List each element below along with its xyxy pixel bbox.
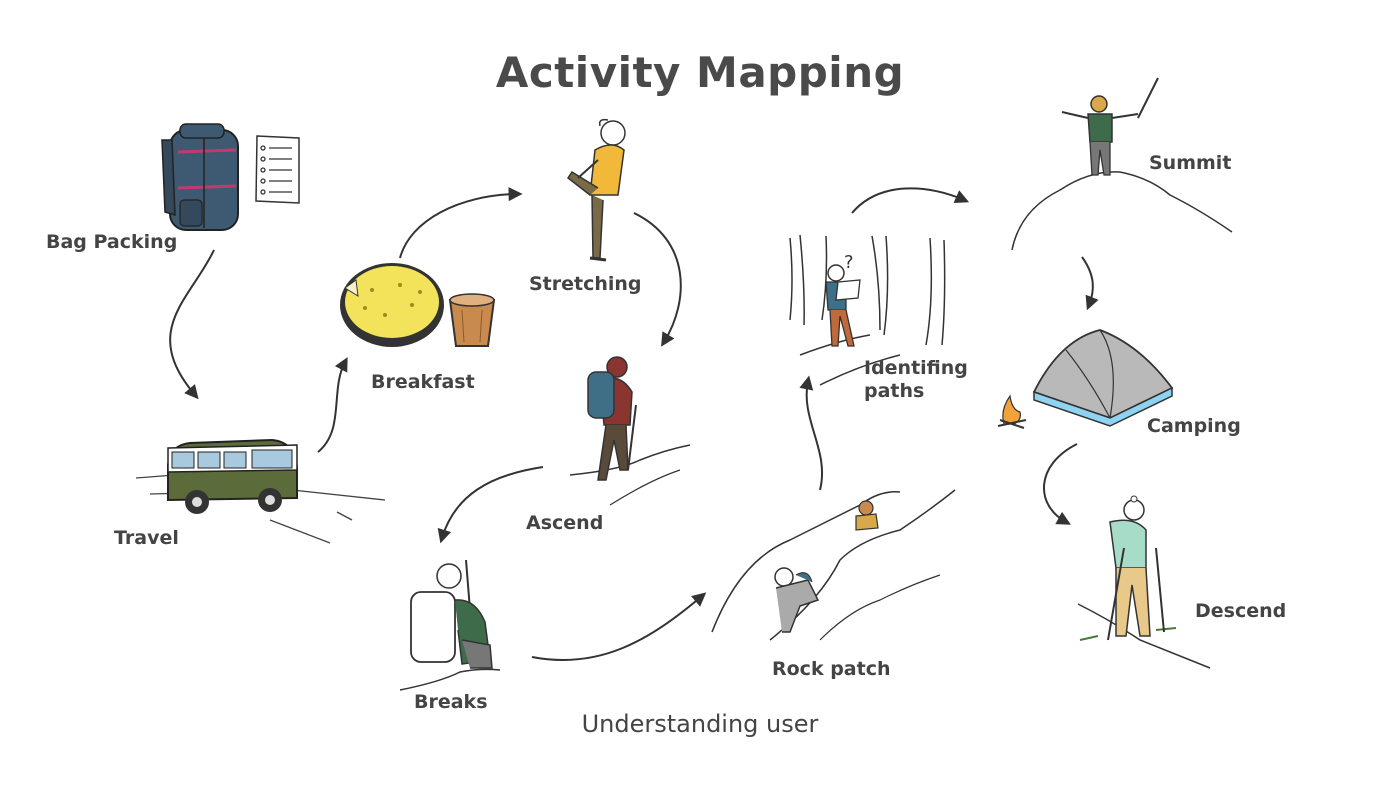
arrow-camping-to-descend xyxy=(1043,443,1078,525)
van-icon xyxy=(135,438,386,544)
checklist-icon xyxy=(255,135,300,204)
step-label-rock-patch: Rock patch xyxy=(772,658,891,680)
diagram-caption: Understanding user xyxy=(581,710,819,738)
arrow-paths-to-summit xyxy=(851,187,970,214)
step-label-identifing-paths: Identifing paths xyxy=(864,357,968,403)
arrow-travel-to-breakfast xyxy=(317,357,348,453)
step-label-travel: Travel xyxy=(114,527,179,549)
step-label-stretching: Stretching xyxy=(529,273,642,295)
arrow-stretching-to-ascend xyxy=(633,212,682,347)
backpack-icon xyxy=(161,123,239,231)
step-label-summit: Summit xyxy=(1149,152,1232,174)
tent-icon xyxy=(1032,329,1174,427)
arrow-breakfast-to-stretching xyxy=(399,187,523,259)
diagram-title: Activity Mapping xyxy=(495,48,905,97)
porridge-bowl-icon xyxy=(340,263,444,347)
step-label-descend: Descend xyxy=(1195,600,1287,622)
step-label-identifing-paths-line2: paths xyxy=(864,380,925,402)
descending-hiker-icon xyxy=(1077,495,1211,669)
arrow-rock-to-paths xyxy=(799,375,824,491)
arrow-ascend-to-breaks xyxy=(437,466,544,544)
rock-climbers-icon xyxy=(711,489,956,641)
arrow-breaks-to-rock xyxy=(531,592,707,662)
flow-arrows xyxy=(169,187,1099,662)
arrow-summit-to-camping xyxy=(1081,256,1099,311)
resting-hiker-icon xyxy=(399,559,501,691)
tea-glass-icon xyxy=(448,293,496,347)
step-label-ascend: Ascend xyxy=(526,512,604,534)
stretching-person-icon xyxy=(566,118,626,262)
step-label-identifing-paths-line1: Identifing xyxy=(864,357,968,379)
forest-navigator-icon: ? xyxy=(789,234,946,386)
step-label-camping: Camping xyxy=(1147,415,1241,437)
svg-text:?: ? xyxy=(844,252,854,273)
step-label-breaks: Breaks xyxy=(414,691,488,713)
step-label-breakfast: Breakfast xyxy=(371,371,475,393)
campfire-icon xyxy=(997,394,1027,429)
step-label-bag-packing: Bag Packing xyxy=(46,231,178,253)
ascending-hiker-icon xyxy=(569,356,691,506)
summit-climber-icon xyxy=(1011,77,1233,251)
arrow-bag-to-travel xyxy=(169,249,215,400)
